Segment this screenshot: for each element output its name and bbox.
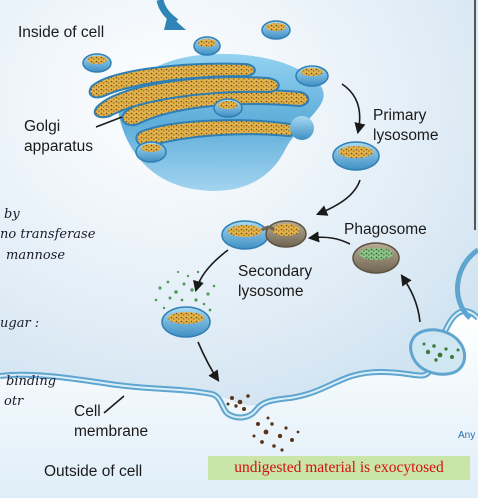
incoming-vesicle-arrow-icon: [156, 0, 186, 30]
label-outside-cell: Outside of cell: [44, 463, 143, 480]
golgi-vesicles: [82, 20, 329, 163]
extracellular-space: [0, 311, 478, 498]
exocytosis-note: undigested material is exocytosed: [208, 456, 470, 480]
handwritten-note-1: by: [4, 207, 20, 222]
released-particles: [154, 270, 216, 312]
label-membrane-line1: Cell: [74, 403, 101, 420]
membrane-invagination: [455, 247, 478, 320]
label-secondary-line2: lysosome: [238, 283, 304, 300]
label-phagosome: Phagosome: [344, 221, 427, 238]
phagosome: [352, 242, 400, 274]
golgi-apparatus: [88, 53, 324, 191]
label-golgi-line1: Golgi: [24, 118, 61, 135]
label-secondary-line1: Secondary: [238, 263, 313, 280]
label-golgi-line2: apparatus: [24, 138, 93, 155]
engulfed-particles: [422, 342, 460, 362]
handwritten-note-6: otr: [4, 394, 24, 409]
handwritten-note-4: ugar :: [0, 316, 40, 331]
secondary-lysosome: [221, 220, 307, 250]
label-primary-line2: lysosome: [373, 127, 439, 144]
label-membrane-line2: membrane: [74, 423, 149, 440]
digestion-vesicle: [161, 306, 211, 338]
frame-edge: [474, 0, 476, 230]
handwritten-note-5: binding: [6, 374, 57, 389]
handwritten-note-2: no transferase: [0, 227, 96, 242]
label-inside-cell: Inside of cell: [18, 24, 105, 41]
exocytosed-debris: [226, 394, 300, 452]
handwritten-note-3: mannose: [6, 248, 66, 263]
primary-lysosome: [332, 141, 380, 171]
engulfing-vesicle: [409, 328, 467, 376]
credit-fragment: Any: [458, 430, 476, 441]
label-primary-line1: Primary: [373, 107, 427, 124]
pathway-arrows: [95, 83, 421, 414]
